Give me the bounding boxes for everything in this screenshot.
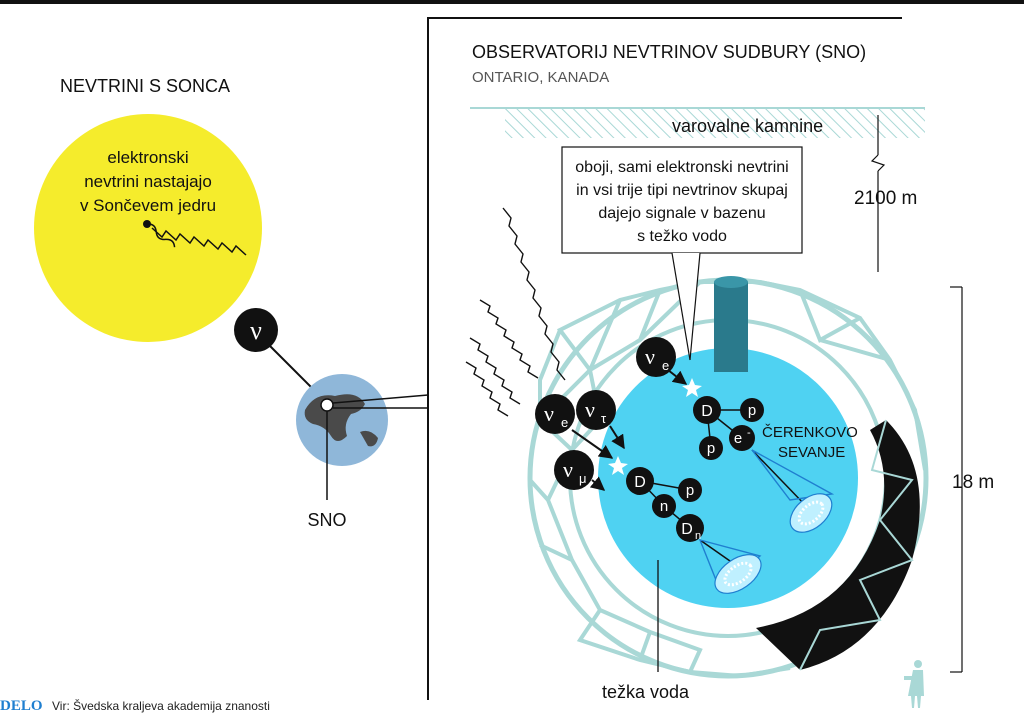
observatory-subtitle: ONTARIO, KANADA — [472, 69, 609, 86]
rock-label: varovalne kamnine — [672, 116, 823, 136]
wavy-path-sun — [151, 227, 247, 256]
nu-tau-symbol: ν — [585, 397, 595, 422]
lower-Dn — [676, 514, 704, 542]
upper-p2 — [699, 436, 723, 460]
delo-logo: DELO — [0, 698, 43, 714]
continent — [304, 394, 365, 441]
lower-n — [652, 494, 676, 518]
lower-Dn-label: D — [681, 521, 693, 538]
observatory-title: OBSERVATORIJ NEVTRINOV SUDBURY (SNO) — [472, 42, 866, 62]
sno-label: SNO — [307, 510, 346, 530]
electron — [729, 425, 755, 451]
nu-e-sub: e — [561, 415, 568, 430]
sun — [34, 114, 262, 342]
nu-tau-sub: τ — [601, 411, 607, 426]
top-border — [0, 0, 1024, 4]
electron-label: e — [734, 430, 742, 447]
callout-box — [561, 146, 803, 254]
sun-text-2: nevtrini nastajajo — [84, 172, 212, 191]
callout-line-3: dajejo signale v bazenu — [598, 205, 765, 222]
nu-e-circle — [535, 394, 575, 434]
nu-e-top-symbol: ν — [645, 344, 655, 369]
wavy-line-sun — [146, 223, 176, 248]
lower-D — [626, 467, 654, 495]
neutrino-symbol: ν — [250, 316, 262, 345]
upper-p1 — [740, 398, 764, 422]
sun-text-1: elektronski — [107, 148, 188, 167]
incoming-neutrino-waves — [465, 207, 566, 417]
lower-p — [678, 478, 702, 502]
nu-mu-sub: μ — [579, 471, 587, 486]
sno-marker — [320, 398, 334, 412]
lower-D-label: D — [634, 474, 646, 491]
neutrino-circle — [234, 308, 278, 352]
height-label: 18 m — [952, 472, 994, 493]
shadow-crescent — [756, 420, 920, 670]
heavy-water-label: težka voda — [602, 682, 690, 702]
callout-line-4: s težko vodo — [637, 228, 727, 245]
lower-p-label: p — [686, 482, 694, 499]
depth-label: 2100 m — [854, 188, 917, 209]
flash-star-1 — [682, 378, 702, 397]
nu-mu-symbol: ν — [563, 457, 573, 482]
upper-p2-label: p — [707, 440, 715, 457]
source-text: Vir: Švedska kraljeva akademija znanosti — [52, 698, 270, 713]
rock-hatch — [505, 108, 925, 138]
left-title: NEVTRINI S SONCA — [60, 76, 230, 96]
tank-neck — [714, 282, 748, 372]
flash-star-2 — [608, 456, 628, 475]
nu-e-top-circle — [636, 337, 676, 377]
lower-Dn-sub: n — [695, 530, 701, 542]
person-icon — [904, 660, 924, 708]
heavy-water — [598, 348, 858, 608]
cherenkov-label-1: ČERENKOVO — [762, 424, 858, 441]
lower-n-label: n — [660, 498, 668, 515]
callout-line-1: oboji, sami elektronski nevtrini — [575, 159, 788, 176]
upper-D — [693, 396, 721, 424]
nu-e-top-sub: e — [662, 358, 669, 373]
nu-e-symbol: ν — [544, 401, 554, 426]
cherenkov-label-2: SEVANJE — [778, 444, 845, 461]
nu-tau-circle — [576, 390, 616, 430]
upper-p1-label: p — [748, 402, 756, 419]
nu-mu-circle — [554, 450, 594, 490]
callout-line-2: in vsi trije tipi nevtrinov skupaj — [576, 182, 788, 199]
electron-minus: - — [747, 427, 751, 439]
upper-D-label: D — [701, 403, 713, 420]
sun-text-3: v Sončevem jedru — [80, 196, 216, 215]
geodesic-struts — [528, 280, 927, 679]
